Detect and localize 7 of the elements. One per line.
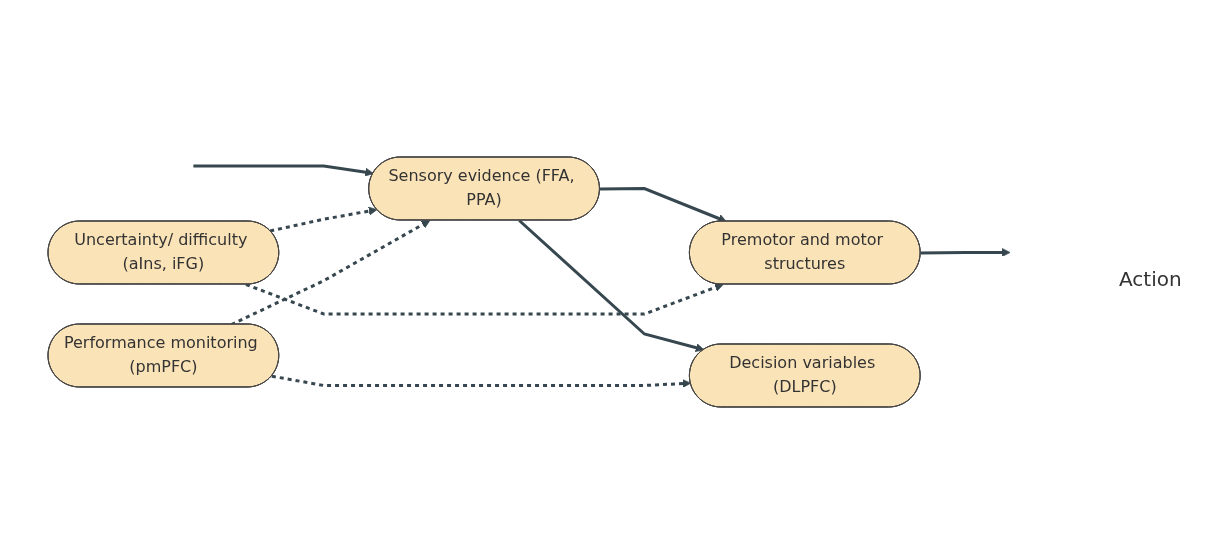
arrow: [921, 248, 1011, 257]
arrow: [272, 374, 692, 388]
arrow: [518, 219, 705, 352]
output-label: Action: [1119, 267, 1183, 291]
arrow: [270, 206, 378, 233]
arrow: [245, 283, 724, 316]
arrow: [193, 164, 375, 177]
